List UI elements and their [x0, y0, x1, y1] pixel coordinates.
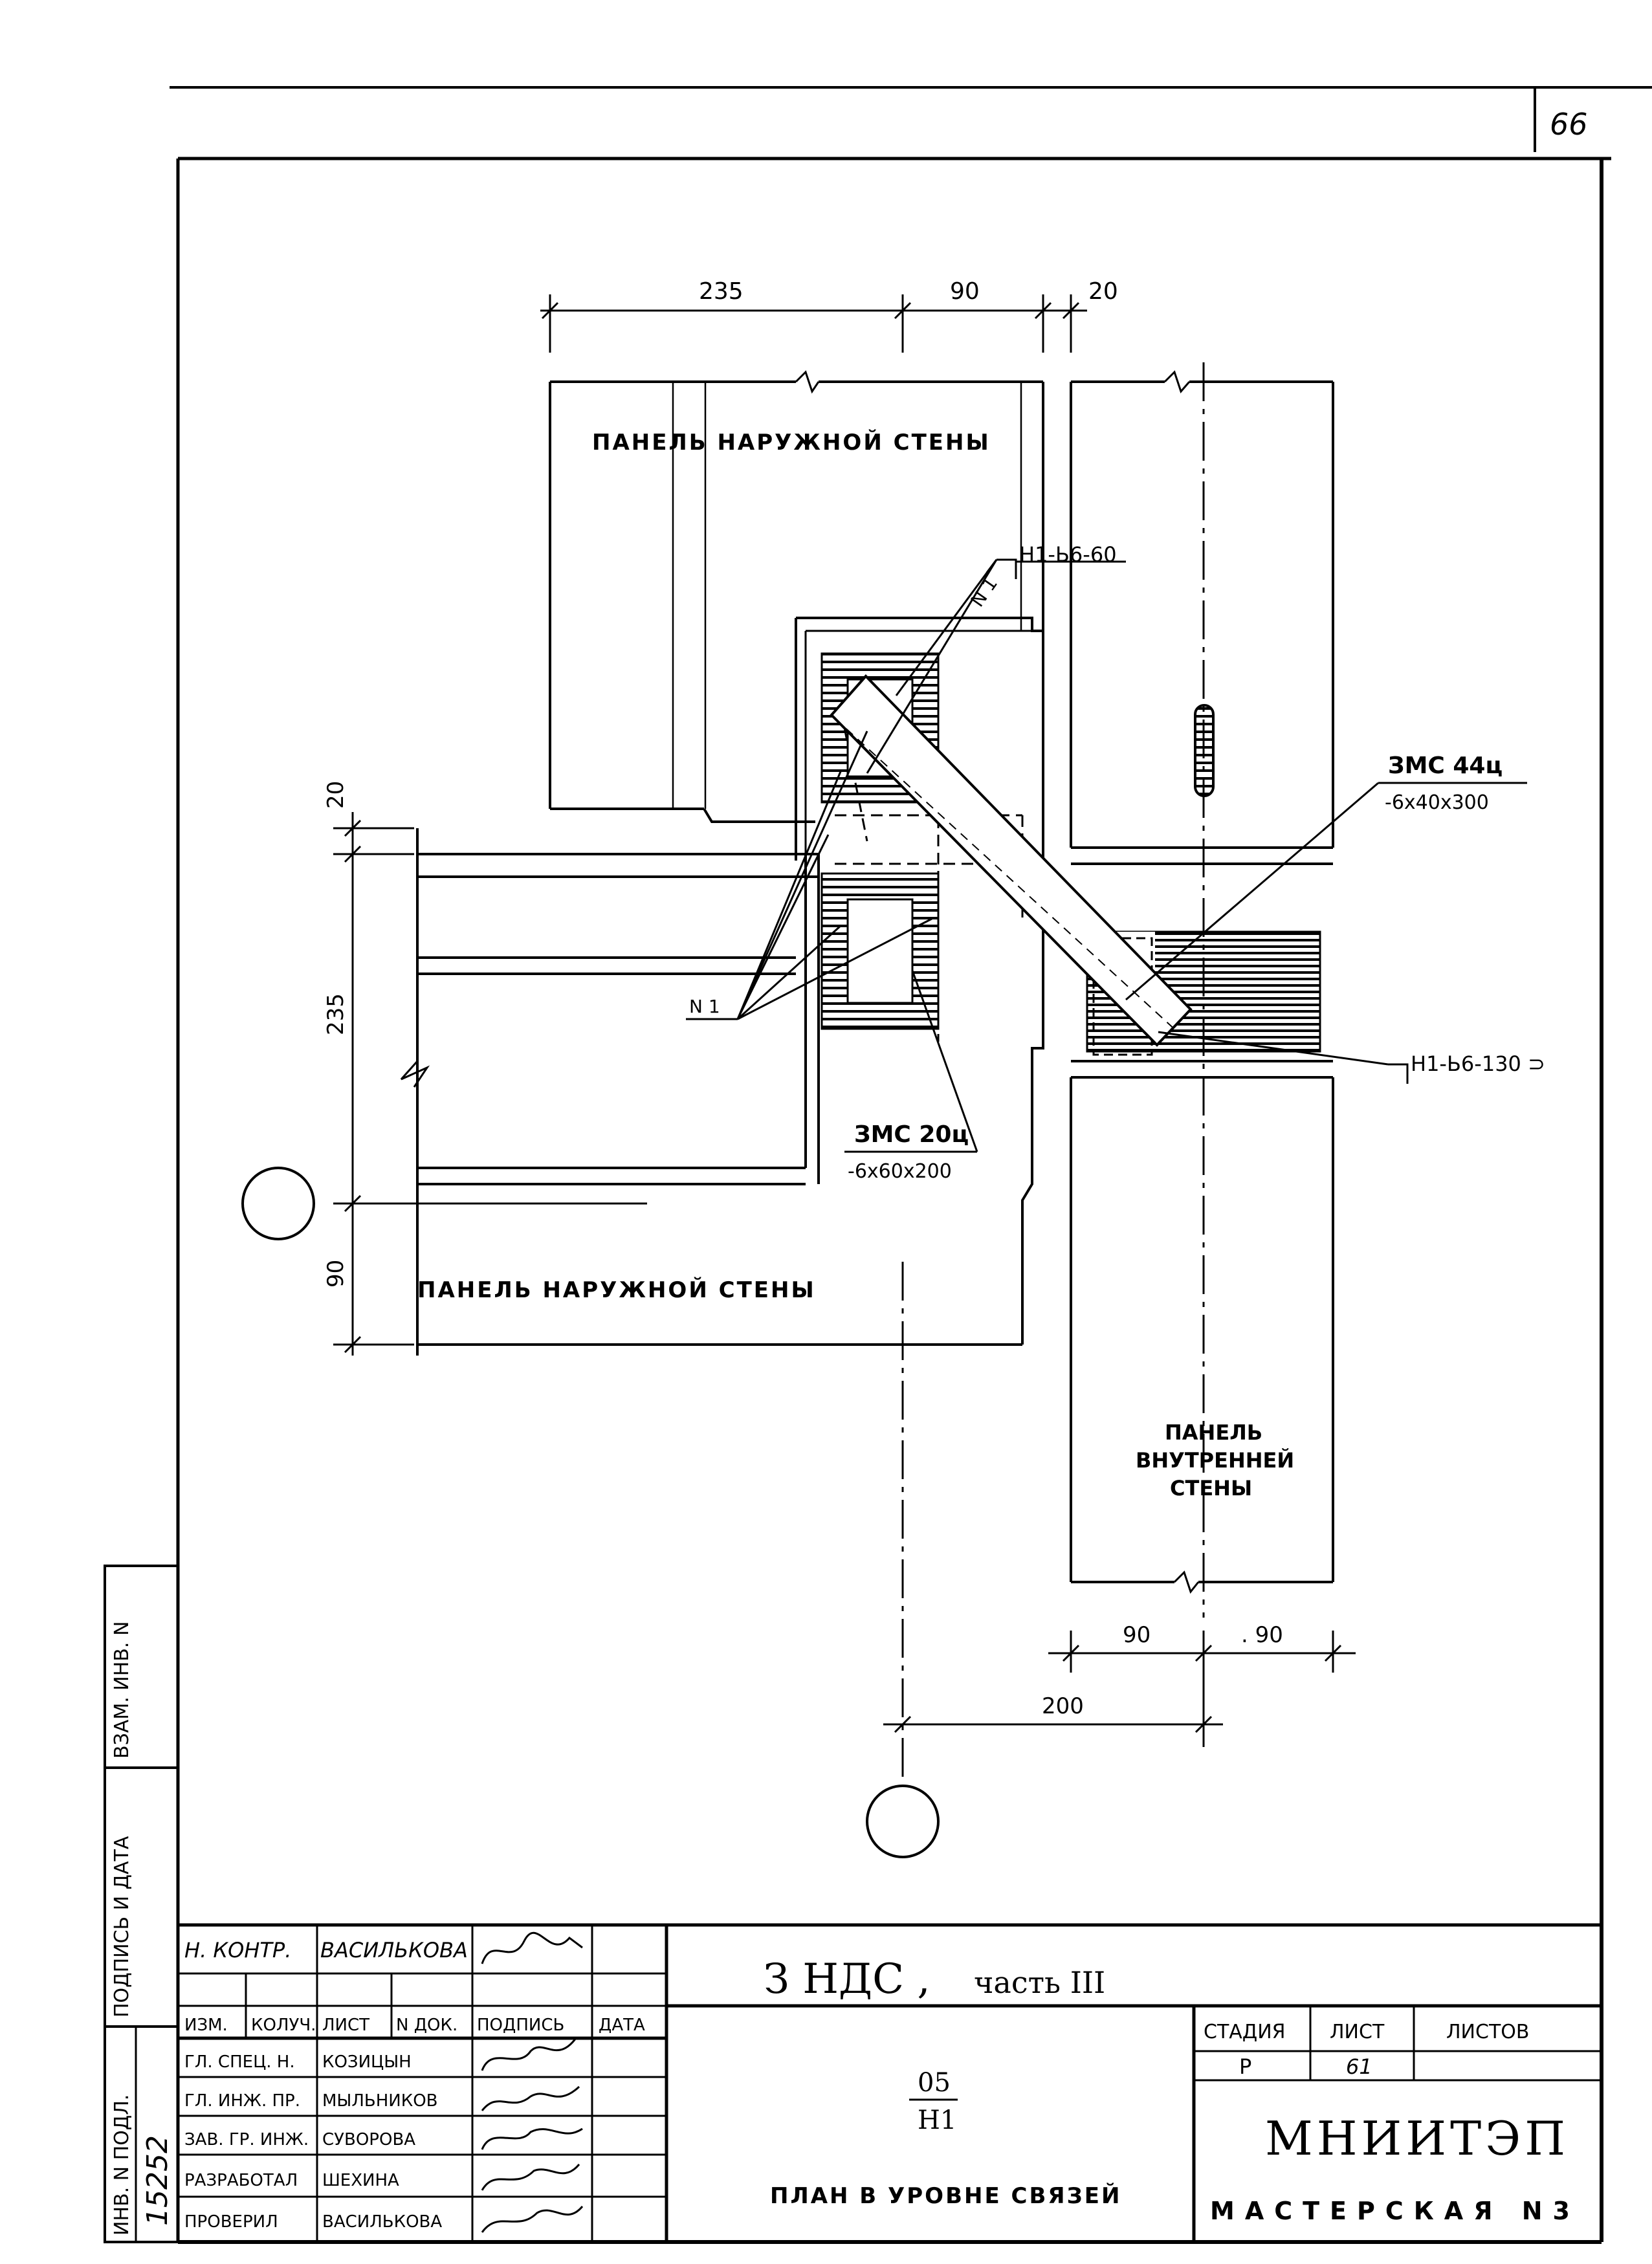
- label-inner-wall-3: СТЕНЫ: [1170, 1476, 1252, 1500]
- axis-marker-bottom: [866, 1785, 940, 1858]
- org-name: МНИИТЭП: [1265, 2111, 1569, 2166]
- dim-bottom-200: 200: [1042, 1693, 1084, 1719]
- stamp-inv: ИНВ. N ПОДЛ.: [111, 2094, 133, 2236]
- dim-left-235: 235: [323, 993, 349, 1035]
- title-block-text: Н. КОНТР. ВАСИЛЬКОВА З НДС , часть III И…: [184, 1931, 1580, 2233]
- label-zmc20-size: -6х60х200: [848, 1160, 952, 1183]
- drawing-name: ПЛАН В УРОВНЕ СВЯЗЕЙ: [770, 2182, 1121, 2209]
- label-zmc44-title: ЗМС 44ц: [1388, 753, 1503, 779]
- col-podpis: ПОДПИСЬ: [477, 2016, 564, 2035]
- label-inner-wall-2: ВНУТРЕННЕЙ: [1136, 1448, 1294, 1473]
- col-ndok: N ДОК.: [396, 2016, 457, 2035]
- staff-name-2: МЫЛЬНИКОВ: [322, 2091, 438, 2111]
- label-n1-left: N 1: [689, 996, 720, 1017]
- left-dimension-chain: [333, 812, 647, 1356]
- staff-role-2: ГЛ. ИНЖ. ПР.: [184, 2091, 300, 2111]
- axis-marker-left: [241, 1167, 315, 1240]
- label-inner-wall-1: ПАНЕЛЬ: [1165, 1420, 1262, 1445]
- col-data: ДАТА: [599, 2016, 645, 2035]
- diagonal-tie-plate: [830, 674, 1193, 1047]
- slot-opening: [1194, 704, 1215, 797]
- org-sub: МАСТЕРСКАЯ N3: [1210, 2197, 1580, 2225]
- project-title: З НДС ,: [764, 1955, 931, 2003]
- dim-bottom-90a: 90: [1123, 1622, 1151, 1648]
- title-block: [178, 1923, 1602, 2242]
- norm-control-role: Н. КОНТР.: [184, 1938, 291, 1962]
- upper-outer-wall-panel: [549, 370, 1044, 823]
- sheet-number: 66: [1550, 107, 1588, 142]
- top-dimension-chain: [540, 294, 1087, 353]
- staff-role-1: ГЛ. СПЕЦ. Н.: [184, 2052, 295, 2072]
- staff-role-4: РАЗРАБОТАЛ: [184, 2171, 298, 2190]
- project-part: часть III: [974, 1965, 1105, 2000]
- dim-left-20: 20: [323, 781, 349, 809]
- staff-name-5: ВАСИЛЬКОВА: [322, 2212, 442, 2232]
- bottom-dimension-chain: [883, 1631, 1356, 1747]
- left-outer-wall-panel: [400, 819, 1044, 1356]
- plan-drawing: 235 90 20 ПАНЕЛЬ НАРУЖНОЙ СТЕНЫ: [241, 278, 1545, 1858]
- dim-bottom-90b: . 90: [1241, 1622, 1283, 1648]
- norm-control-name: ВАСИЛЬКОВА: [320, 1938, 468, 1962]
- label-n1-top: N 1: [967, 573, 1002, 611]
- label-outer-wall-bottom: ПАНЕЛЬ НАРУЖНОЙ СТЕНЫ: [417, 1277, 816, 1303]
- dim-left-90: 90: [323, 1260, 349, 1288]
- dim-top-235: 235: [699, 278, 743, 305]
- col-izm: ИЗМ.: [184, 2016, 228, 2035]
- stage-label: СТАДИЯ: [1204, 2021, 1286, 2043]
- staff-name-3: СУВОРОВА: [322, 2130, 415, 2149]
- dim-top-20: 20: [1088, 278, 1118, 305]
- sheets-label: ЛИСТОВ: [1446, 2021, 1529, 2043]
- label-tie-h1-130: Н1-Ь6-130 ⊃: [1411, 1051, 1545, 1076]
- stamp-podpis: ПОДПИСЬ И ДАТА: [111, 1836, 133, 2017]
- staff-role-5: ПРОВЕРИЛ: [184, 2212, 278, 2232]
- drawing-code-num: 05: [918, 2068, 951, 2098]
- dim-top-90: 90: [950, 278, 980, 305]
- side-stamp: [104, 1565, 179, 2243]
- col-koluch: КОЛУЧ.: [251, 2016, 316, 2035]
- signatures: [481, 2038, 584, 2233]
- stage-value: Р: [1239, 2054, 1251, 2079]
- axis-lines: [901, 362, 1205, 1786]
- sheet-header: 66: [170, 86, 1652, 152]
- stamp-vzam: ВЗАМ. ИНВ. N: [111, 1621, 133, 1759]
- stamp-inv-number: 15252: [141, 2135, 174, 2226]
- frame: [176, 157, 1611, 2244]
- embedded-plate-lower: [820, 872, 940, 1030]
- sheet-value: 61: [1346, 2054, 1372, 2079]
- staff-role-3: ЗАВ. ГР. ИНЖ.: [184, 2130, 309, 2149]
- drawing-code-den: Н1: [918, 2105, 956, 2135]
- label-zmc20-title: ЗМС 20ц: [854, 1121, 969, 1148]
- staff-name-4: ШЕХИНА: [322, 2171, 399, 2190]
- sheet-label: ЛИСТ: [1330, 2021, 1385, 2043]
- staff-name-1: КОЗИЦЫН: [322, 2052, 412, 2072]
- inner-wall-panel: [1070, 370, 1334, 1594]
- col-list: ЛИСТ: [322, 2016, 369, 2035]
- leader-lines: [686, 558, 1527, 1153]
- label-zmc44-size: -6х40х300: [1385, 791, 1489, 814]
- label-tie-h1-60: Н1-Ь6-60: [1019, 542, 1117, 567]
- label-outer-wall-top: ПАНЕЛЬ НАРУЖНОЙ СТЕНЫ: [592, 429, 991, 456]
- signature-norm-control: [481, 1931, 583, 1964]
